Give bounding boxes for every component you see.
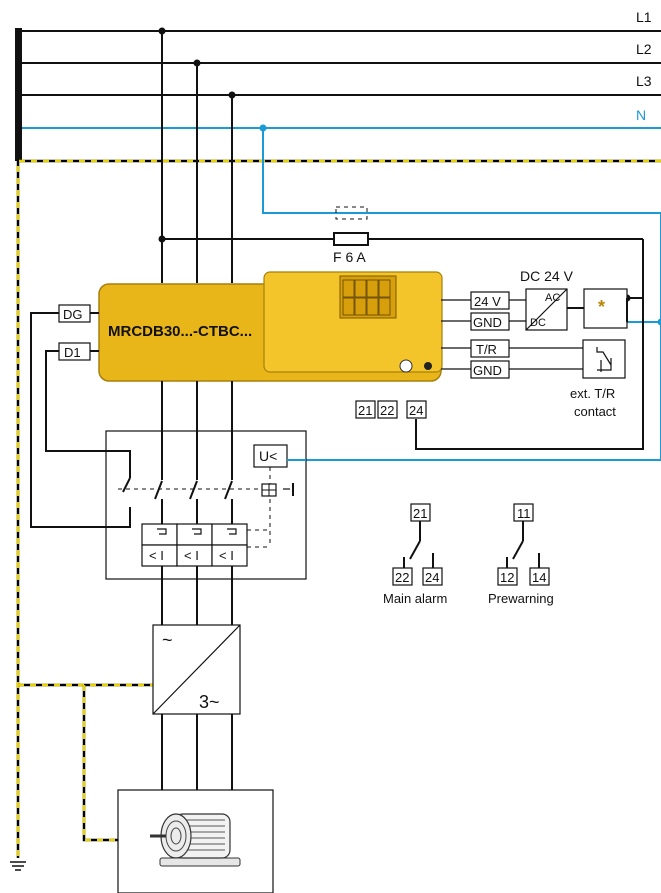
circuit-breaker [105, 430, 307, 580]
terminal-24-label: 24 [409, 403, 423, 418]
main-alarm-no: 24 [425, 570, 439, 585]
converter-in-symbol: ~ [162, 630, 173, 650]
d1-wire [45, 350, 131, 478]
trip-blocks: < I < I < I [141, 523, 248, 567]
main-alarm-relay: 21 22 24 Main alarm [383, 503, 447, 606]
breaker-contacts [122, 460, 233, 524]
power-supply-title: DC 24 V [520, 268, 574, 284]
undervoltage-label: U< [259, 448, 277, 464]
terminal-24 [406, 400, 427, 419]
l1-label: L1 [636, 9, 652, 25]
dg-wire [30, 312, 131, 528]
main-alarm-common: 21 [413, 506, 427, 521]
test-contact-line1: ext. T/R [570, 386, 615, 401]
fuse [333, 232, 369, 246]
n-label: N [636, 107, 646, 123]
terminal-24v-label: 24 V [474, 294, 501, 309]
terminal-21 [355, 400, 376, 419]
shunt-trip-icon [261, 483, 294, 497]
electric-motor-icon [150, 813, 241, 867]
power-supply-dc: DC [530, 317, 546, 329]
terminal-21-label: 21 [358, 403, 372, 418]
ground-icon [10, 861, 26, 871]
prewarning-no: 14 [532, 570, 546, 585]
terminal-gnd-2-label: GND [473, 363, 502, 378]
pe-conductor [16, 159, 661, 858]
busbar [15, 28, 22, 161]
main-alarm-nc: 22 [395, 570, 409, 585]
filter-module: * [583, 288, 628, 329]
l2-label: L2 [636, 41, 652, 57]
test-contact-line2: contact [574, 404, 616, 419]
frequency-converter: ~ 3~ [152, 624, 241, 715]
power-supply: AC DC [525, 288, 568, 331]
l3-label: L3 [636, 73, 652, 89]
trip-label-3: < I [219, 548, 234, 563]
main-alarm-label: Main alarm [383, 591, 447, 606]
neutral-branch [262, 128, 661, 214]
trip-label-2: < I [184, 548, 199, 563]
terminal-22 [377, 400, 398, 419]
terminal-gnd-1-label: GND [473, 315, 502, 330]
prewarning-common: 11 [517, 506, 531, 521]
converter-out-symbol: 3~ [199, 692, 220, 712]
prewarning-nc: 12 [500, 570, 514, 585]
terminal-tr-label: T/R [476, 342, 497, 357]
neutral-to-undervoltage [306, 213, 661, 461]
prewarning-label: Prewarning [488, 591, 554, 606]
rcm-device: MRCDB30...-CTBC... [98, 271, 443, 382]
prewarning-relay: 11 12 14 Prewarning [488, 503, 554, 606]
device-name: MRCDB30...-CTBC... [108, 323, 252, 340]
fuse-label: F 6 A [333, 249, 366, 265]
filter-star: * [598, 297, 605, 317]
test-reset-contact [582, 339, 626, 379]
terminal-dg-label: DG [63, 307, 83, 322]
fuse-spare [335, 206, 368, 220]
power-supply-ac: AC [545, 292, 560, 304]
trip-label-1: < I [149, 548, 164, 563]
relay-common-feed [415, 239, 644, 450]
terminal-22-label: 22 [380, 403, 394, 418]
terminal-d1-label: D1 [64, 345, 81, 360]
